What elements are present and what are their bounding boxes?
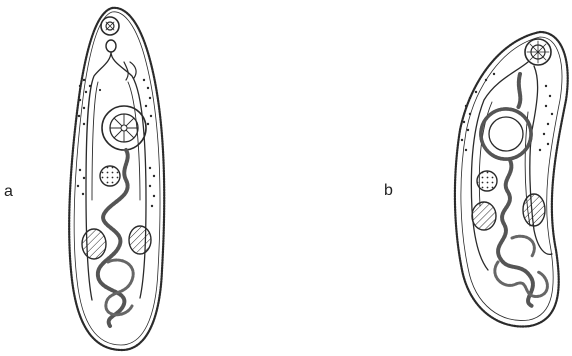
ovary-a [100,166,120,186]
vitellaria-a [77,79,155,207]
specimen-a [69,8,164,350]
testis-right-a [129,226,151,254]
specimen-b [455,32,568,327]
testis-left-a [82,229,106,259]
body-inner-outline-b [461,37,562,321]
testis-left-b [472,202,496,230]
testis-right-b [523,194,545,226]
oral-sucker-b [525,39,551,65]
pharynx-a [106,40,116,52]
ovary-b [477,171,497,191]
ventral-sucker-b [480,108,532,160]
oral-sucker-a [101,17,119,35]
ventral-sucker-a [102,106,146,150]
